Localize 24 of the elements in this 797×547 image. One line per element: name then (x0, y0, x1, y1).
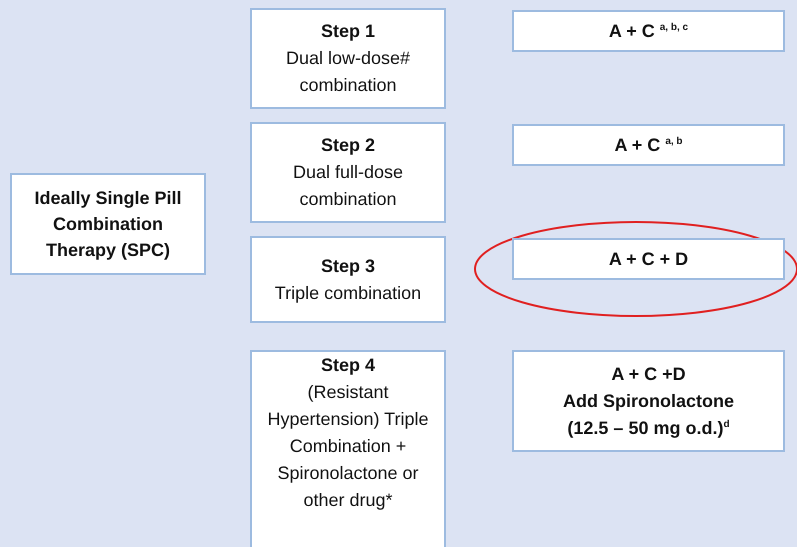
step-heading: Step 4 (320, 354, 376, 377)
step-description: Dual low-dose# combination (284, 47, 412, 97)
regimen-box (512, 238, 785, 280)
step-box (250, 236, 446, 323)
regimen-box (512, 350, 785, 452)
regimen-text: Add Spironolactone (563, 390, 734, 413)
step-heading: Step 2 (320, 134, 376, 157)
regimen-text: A + C + D (608, 248, 688, 270)
regimen-text: (12.5 – 50 mg o.d.)$^{d}$ (567, 416, 730, 440)
regimen-box (512, 10, 785, 52)
therapy-box (10, 173, 206, 275)
step-heading: Step 1 (320, 20, 376, 43)
regimen-text: A + C +D (611, 362, 686, 386)
step-description: Dual full-dose combination (292, 161, 404, 211)
step-description: (Resistant Hypertension) Triple Combination + Spironolactone or other drug* (266, 381, 430, 512)
step-box (250, 350, 446, 547)
step-heading: Step 3 (320, 254, 376, 278)
regimen-text: A + C $^{a, b}$ (614, 134, 683, 156)
regimen-box (512, 124, 785, 166)
step-box (250, 122, 446, 223)
therapy-label: Ideally Single Pill Combination Therapy (SPC) (33, 186, 183, 262)
step-box (250, 8, 446, 109)
step-description: Triple combination (274, 282, 422, 305)
regimen-text: A + C $^{a, b, c}$ (608, 20, 688, 42)
